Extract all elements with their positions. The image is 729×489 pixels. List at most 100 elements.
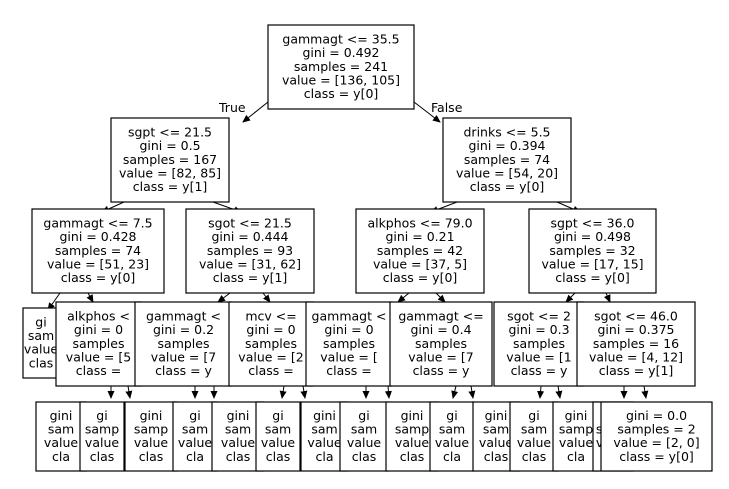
node-line: gammagt <= [398,308,483,323]
node-line: gini = 0.5 [139,138,200,153]
node-line: class = y [511,363,568,378]
node-line: value [24,342,58,357]
node-line: gini = 0 [246,322,295,337]
node-line: class = y[0] [61,270,136,285]
node-box [267,24,415,110]
node-line: sam [351,421,377,436]
node-line: value = [5 [66,350,131,365]
node-line: value = [1 [506,350,571,365]
node-line: gini [227,408,250,423]
node-line: value [221,435,255,450]
node-line: value = [7 [151,350,216,365]
node-line: gini = 0 [324,322,373,337]
node-line: samples = 42 [377,243,463,258]
node-box [355,208,485,294]
tree-edge-arrow [603,292,611,303]
node-line: gini = 0.0 [626,408,687,423]
node-line: samples = 93 [207,243,293,258]
node-line: gi [189,408,200,423]
node-line: sam [311,421,337,436]
tree-edge-arrow [300,385,308,399]
tree-edge-arrow [279,385,287,399]
node-line: gini = 0.375 [597,322,674,337]
node-box [442,117,572,203]
node-line: sgpt <= 36.0 [550,215,634,230]
node-line: sam [182,421,208,436]
node-line: sgot <= 46.0 [594,308,678,323]
node-box [228,301,314,387]
node-line: value = [82, 85] [119,166,221,181]
node-line: value [517,435,551,450]
node-line: gi [528,408,539,423]
node-box [110,117,230,203]
tree-edge-arrow [384,385,392,399]
node-line: gammagt <= 7.5 [43,215,152,230]
node-line: value [395,435,429,450]
node-box [493,301,585,387]
node-line: value [347,435,381,450]
node-line: gini = 0.394 [468,138,545,153]
node-box [55,301,142,387]
node-box [79,401,125,472]
node-line: clas [400,449,425,464]
node-line: class = y[0] [555,270,630,285]
node-line: gini [140,408,163,423]
node-line: gi [96,408,107,423]
node-line: gini = 0 [74,322,123,337]
node-line: gini [565,408,588,423]
node-line: value [559,435,593,450]
tree-edge-arrow [262,292,271,303]
node-line: clas [90,449,115,464]
node-line: samples [245,336,297,351]
node-line: value = [7 [408,350,473,365]
node-line: value [44,435,78,450]
tree-edge-arrow [435,292,446,303]
node-line: clas [352,449,377,464]
node-line: samp [395,421,429,436]
node-line: value = [37, 5] [373,257,467,272]
node-line: gi [35,314,46,329]
node-line: value [435,435,469,450]
node-box [134,301,233,387]
node-box [255,401,301,472]
node-line: samples [513,336,565,351]
node-line: gini = 0.492 [302,45,379,60]
node-line: samples = 167 [123,152,217,167]
node-box [22,307,60,379]
node-line: class = y [413,363,470,378]
node-line: gi [272,408,283,423]
node-line: drinks <= 5.5 [464,124,551,139]
tree-edge-arrow [641,385,649,399]
tree-edge-arrow [565,292,576,303]
tree-edge-arrow [47,292,61,311]
node-box [509,401,559,472]
node-line: value = [17, 15] [541,257,643,272]
node-line: gini [313,408,336,423]
